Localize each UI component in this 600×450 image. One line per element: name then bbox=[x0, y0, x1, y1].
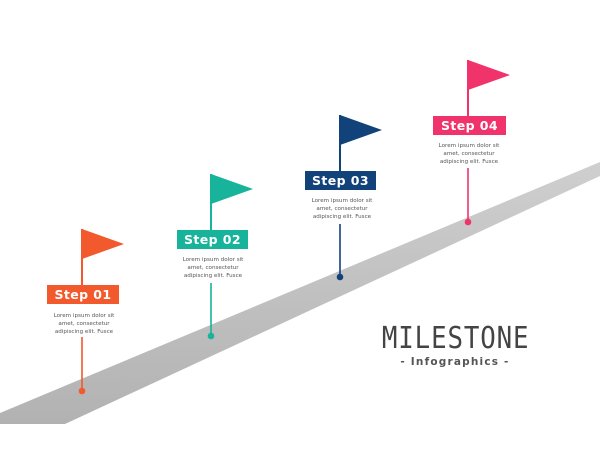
step-01-description: Lorem ipsum dolor sit amet, consectetur … bbox=[53, 313, 115, 335]
step-04-dot bbox=[464, 218, 472, 226]
main-title: MILESTONE bbox=[381, 321, 530, 356]
road bbox=[0, 162, 600, 424]
step-02-flag-icon bbox=[211, 174, 253, 204]
step-01-flag-icon bbox=[82, 229, 124, 259]
subtitle: - Infographics - bbox=[400, 356, 510, 368]
step-02-label: Step 02 bbox=[177, 230, 248, 249]
step-04-description: Lorem ipsum dolor sit amet, consectetur … bbox=[438, 143, 500, 165]
step-03-description: Lorem ipsum dolor sit amet, consectetur … bbox=[311, 198, 373, 220]
step-03-dot bbox=[336, 273, 344, 281]
title-block: MILESTONE - Infographics - bbox=[370, 321, 540, 369]
step-01-dot bbox=[78, 387, 86, 395]
step-03-flag-icon bbox=[340, 115, 382, 145]
step-03-label: Step 03 bbox=[305, 171, 376, 190]
step-04-flag-icon bbox=[468, 60, 510, 90]
step-04-label: Step 04 bbox=[433, 116, 506, 135]
step-02-dot bbox=[207, 332, 215, 340]
step-01-label: Step 01 bbox=[47, 285, 119, 304]
step-02-description: Lorem ipsum dolor sit amet, consectetur … bbox=[182, 257, 244, 279]
